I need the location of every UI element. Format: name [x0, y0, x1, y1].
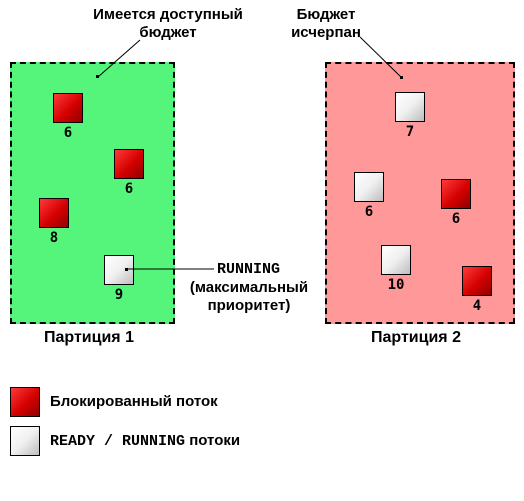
- running-note: (максимальный приоритет): [184, 279, 314, 315]
- legend-ready-label: READY / RUNNING потоки: [50, 432, 240, 451]
- thread-priority: 7: [405, 124, 415, 140]
- partition-2-label: Партиция 2: [371, 329, 461, 346]
- legend-ready-label-mono: READY / RUNNING: [50, 433, 186, 450]
- budget-exhausted-leader-dot: [400, 76, 403, 79]
- budget-available-annotation: Имеется доступный бюджет: [80, 6, 256, 42]
- thread-p1-4-running: [104, 255, 134, 285]
- thread-p1-1-blocked: [53, 93, 83, 123]
- budget-exhausted-leader-line: [359, 36, 403, 79]
- running-label: RUNNING: [217, 261, 281, 278]
- budget-exhausted-line2: исчерпан: [291, 24, 361, 41]
- thread-p1-2-blocked: [114, 149, 144, 179]
- running-note-line1: (максимальный: [189, 279, 309, 296]
- thread-p2-1-ready: [395, 92, 425, 122]
- budget-available-line2: бюджет: [139, 24, 197, 41]
- thread-p2-4-ready: [381, 245, 411, 275]
- running-note-line2: приоритет): [207, 297, 291, 314]
- legend-ready-swatch: [10, 426, 40, 456]
- budget-exhausted-annotation: Бюджет исчерпан: [280, 6, 372, 42]
- legend-ready-label-suffix: потоки: [185, 432, 241, 449]
- running-leader-dot: [125, 268, 128, 271]
- thread-p2-2-ready: [354, 172, 384, 202]
- thread-p2-3-blocked: [441, 179, 471, 209]
- legend-blocked-swatch: [10, 387, 40, 417]
- thread-priority: 6: [63, 125, 73, 141]
- partition-1-box: [10, 62, 175, 324]
- budget-available-line1: Имеется доступный: [93, 6, 243, 23]
- thread-priority: 10: [387, 277, 405, 293]
- thread-priority: 8: [49, 230, 59, 246]
- thread-priority: 4: [472, 298, 482, 314]
- budget-available-leader-line: [97, 39, 141, 78]
- thread-priority: 9: [114, 287, 124, 303]
- thread-priority: 6: [124, 181, 134, 197]
- legend-blocked-label: Блокированный поток: [50, 393, 218, 410]
- thread-priority: 6: [451, 211, 461, 227]
- budget-exhausted-line1: Бюджет: [296, 6, 356, 23]
- thread-priority: 6: [364, 204, 374, 220]
- budget-available-leader-dot: [96, 75, 99, 78]
- thread-p1-3-blocked: [39, 198, 69, 228]
- thread-p2-5-blocked: [462, 266, 492, 296]
- partition-1-label: Партиция 1: [44, 329, 134, 346]
